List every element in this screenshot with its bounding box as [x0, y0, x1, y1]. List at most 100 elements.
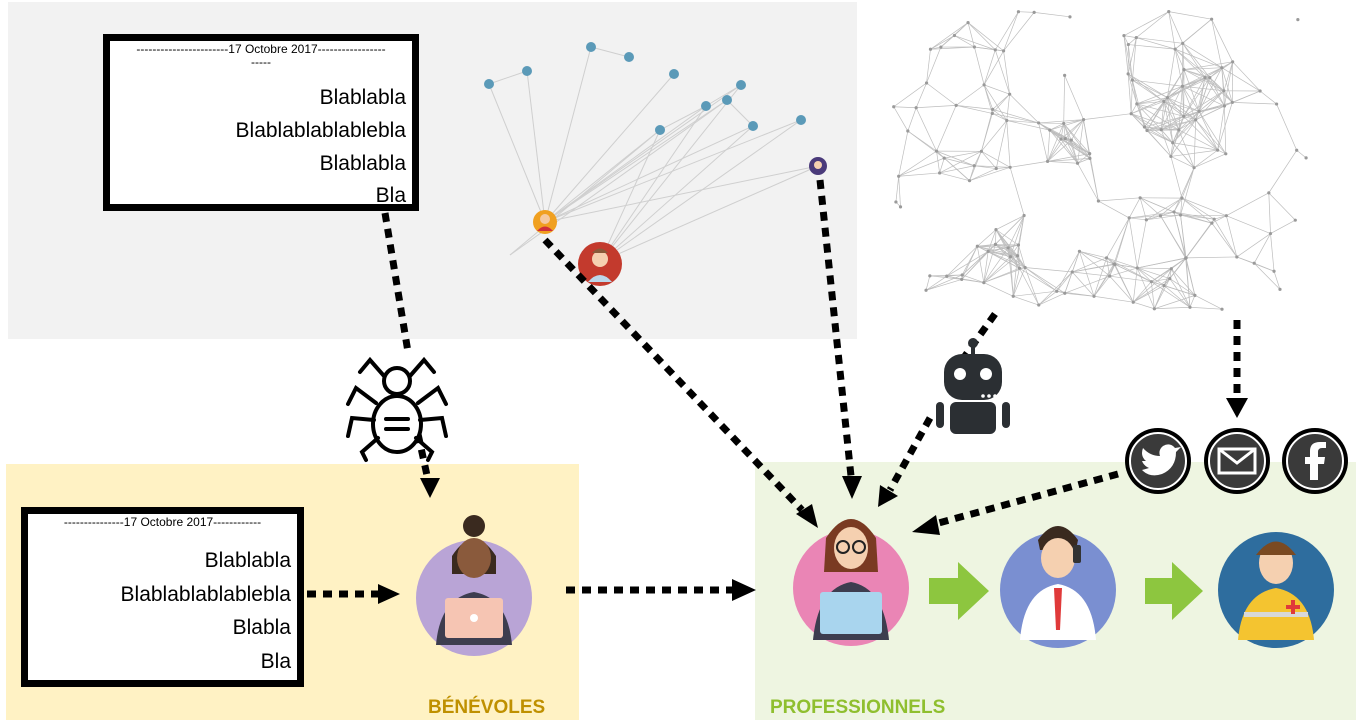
mesh-edge: [898, 150, 937, 177]
mesh-edge: [955, 84, 985, 106]
mesh-node: [1023, 265, 1027, 270]
mesh-edge: [1224, 90, 1261, 107]
mesh-edge: [995, 229, 1011, 257]
mesh-edge: [915, 107, 937, 152]
mesh-edge: [981, 151, 997, 169]
mesh-edge: [916, 105, 957, 109]
mesh-edge: [1093, 295, 1134, 303]
mesh-edge: [1169, 257, 1187, 279]
mesh-edge: [1017, 255, 1026, 268]
mesh-edge: [1072, 257, 1107, 273]
mesh-edge: [995, 229, 997, 245]
mesh-edge: [1106, 217, 1130, 259]
mesh-edge: [1186, 256, 1237, 259]
mesh-edge: [1137, 267, 1165, 286]
arrow-chat-to-spider: [381, 212, 412, 353]
graph-user-purple-avatar: [809, 157, 827, 175]
mesh-edge: [1160, 197, 1183, 216]
robot-icon: [936, 338, 1010, 434]
mesh-edge: [936, 151, 940, 173]
mesh-node: [986, 249, 990, 253]
mesh-edge: [981, 150, 1011, 168]
mesh-edge: [977, 229, 997, 247]
mesh-edge: [1006, 94, 1011, 121]
mesh-edge: [981, 120, 1008, 152]
chat-message: Blabla: [232, 616, 291, 639]
mesh-edge: [1180, 215, 1187, 258]
mesh-node: [1159, 128, 1163, 132]
mesh-edge: [1106, 257, 1111, 277]
mesh-node: [1075, 161, 1080, 165]
mesh-edge: [1211, 215, 1227, 224]
mesh-node: [1180, 84, 1185, 88]
process-arrows: [929, 562, 1203, 620]
mesh-node: [982, 83, 986, 87]
mesh-edge: [1213, 218, 1238, 258]
mesh-edge: [995, 229, 1019, 246]
mesh-edge: [1133, 268, 1172, 303]
volunteer-avatar: [416, 515, 532, 656]
mesh-node: [1001, 49, 1006, 53]
mesh-edge: [1209, 77, 1225, 107]
mesh-node: [1194, 118, 1198, 122]
mesh-node: [1142, 125, 1147, 129]
mesh-node: [1122, 34, 1126, 38]
mesh-edge: [1151, 257, 1187, 282]
mesh-edge: [1064, 75, 1084, 120]
mesh-node: [991, 107, 995, 111]
mesh-node: [914, 106, 918, 110]
mesh-edge: [1171, 268, 1191, 308]
mesh-edge: [1136, 11, 1169, 38]
mesh-edge: [930, 35, 955, 50]
mesh-edge: [1012, 268, 1020, 297]
mesh-edge: [1127, 73, 1138, 104]
mesh-edge: [930, 22, 969, 50]
mesh-edge: [1154, 306, 1190, 310]
mesh-edge: [939, 158, 945, 174]
social-graph: [488, 46, 819, 263]
mesh-edge: [1136, 37, 1183, 44]
mesh-edge: [1071, 139, 1090, 154]
mesh-edge: [898, 157, 945, 177]
mesh-edge: [1123, 35, 1137, 38]
mesh-node: [1081, 118, 1086, 122]
mesh-node: [975, 244, 979, 248]
mesh-node: [1169, 267, 1173, 271]
mesh-edge: [977, 245, 1011, 258]
mesh-edge: [1172, 142, 1195, 168]
mesh-edge: [1130, 80, 1133, 114]
mesh-edge: [1123, 35, 1129, 74]
mesh-edge: [1173, 211, 1187, 258]
mesh-node: [1272, 269, 1276, 273]
mesh-edge: [995, 215, 1025, 230]
mesh-node: [1016, 243, 1021, 247]
mesh-edge: [956, 105, 993, 110]
mesh-edge: [969, 166, 1011, 182]
mesh-edge: [1089, 158, 1099, 202]
mesh-edge: [1077, 158, 1091, 164]
mesh-edge: [1139, 197, 1147, 220]
mesh-node: [1126, 72, 1130, 76]
spider-icon: [346, 356, 448, 462]
mesh-edge: [995, 243, 1009, 249]
mesh-node: [1252, 261, 1256, 265]
mesh-edge: [925, 279, 962, 291]
mesh-edge: [1217, 105, 1225, 151]
mesh-edge: [1144, 115, 1184, 128]
mesh-node: [1113, 262, 1117, 267]
mesh-edge: [1170, 156, 1183, 199]
mesh-edge: [1137, 267, 1170, 279]
mesh-edge: [1006, 120, 1050, 131]
mesh-edge: [1178, 129, 1218, 151]
mesh-node: [898, 205, 903, 209]
mesh-node: [1062, 121, 1066, 126]
mesh-edge: [1132, 281, 1152, 303]
mesh-edge: [1018, 244, 1026, 268]
mesh-edge: [1198, 90, 1225, 112]
mesh-edge: [1139, 197, 1161, 216]
mesh-edge: [967, 22, 1004, 52]
mesh-edge: [988, 251, 1011, 258]
mesh-edge: [1056, 251, 1080, 292]
mesh-edge: [1006, 120, 1039, 124]
mesh-edge: [1181, 197, 1227, 216]
